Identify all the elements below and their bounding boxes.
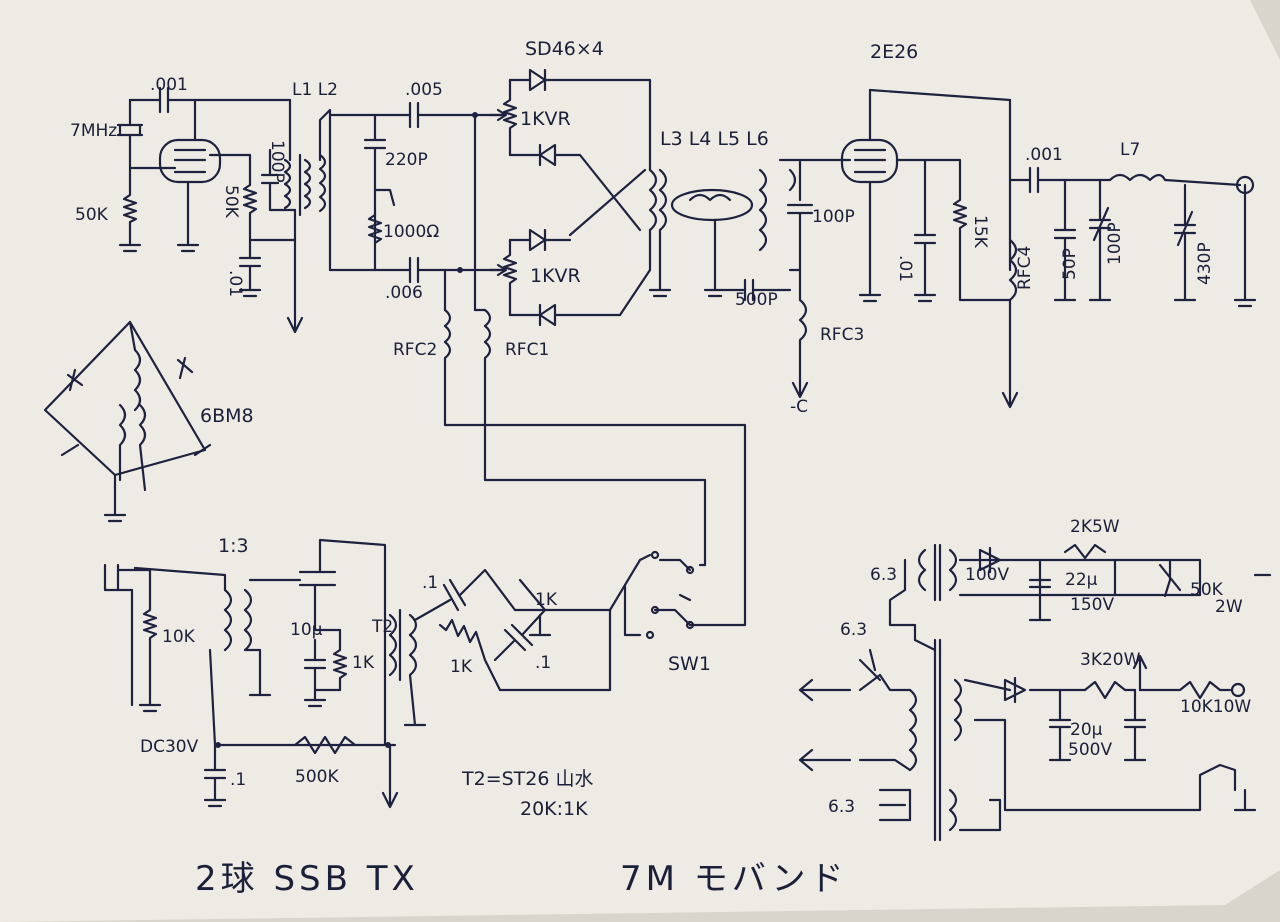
c-50p-label: 50P bbox=[1060, 248, 1080, 280]
tube-6bm8-label: 6BM8 bbox=[200, 405, 254, 427]
c-01-a-label: .01 bbox=[225, 270, 245, 297]
audio-stage: 1:3 10K 10μ 1K T2 .1 1K 1K .1 SW1 DC30V … bbox=[103, 535, 711, 820]
c-1-a-label: .1 bbox=[422, 573, 438, 593]
r-10k10w-label: 10K10W bbox=[1180, 697, 1251, 717]
dc30v-label: DC30V bbox=[140, 737, 199, 757]
r-50k-2w-a-label: 50K bbox=[1190, 580, 1224, 600]
vr-top-label: 1KVR bbox=[520, 108, 571, 130]
vr-bottom-label: 1KVR bbox=[530, 265, 581, 287]
r-3k20w-label: 3K20W bbox=[1080, 650, 1141, 670]
c-100p-b-label: 100P bbox=[1105, 222, 1125, 265]
c-1-b-label: .1 bbox=[535, 653, 551, 673]
c-220p-label: 220P bbox=[385, 150, 428, 170]
c-100p-a-label: 100P bbox=[812, 207, 855, 227]
r-50k-b-label: 50K bbox=[221, 185, 241, 219]
c-001-b-label: .001 bbox=[1025, 145, 1063, 165]
r-1000-label: 1000Ω bbox=[383, 222, 439, 242]
c-01-b-label: .01 bbox=[895, 255, 915, 282]
c-10u-label: 10μ bbox=[290, 620, 323, 640]
t2-label: T2 bbox=[371, 617, 393, 637]
v63-c-label: 6.3 bbox=[828, 797, 855, 817]
ratio-label: 1:3 bbox=[218, 535, 249, 557]
c-150v-label: 150V bbox=[1070, 595, 1114, 615]
rfc1-label: RFC1 bbox=[505, 340, 549, 360]
rfc3-label: RFC3 bbox=[820, 325, 864, 345]
v63-a-label: 6.3 bbox=[870, 565, 897, 585]
output-stage: 2E26 .001 L7 15K .01 RFC4 50P 100P 430P bbox=[840, 41, 1257, 409]
diode-ring-sketch: 6BM8 bbox=[43, 320, 254, 523]
diode-ref-label: SD46×4 bbox=[525, 38, 604, 60]
c-005-label: .005 bbox=[405, 80, 443, 100]
t2-note-label: T2=ST26 山水 bbox=[461, 768, 594, 790]
r-1k-a-label: 1K bbox=[352, 653, 375, 673]
power-supply: 6.3 2K5W 100V 22μ 150V 50K 2W 6.3 3K20W … bbox=[798, 517, 1272, 842]
rfc-chokes: RFC2 RFC1 bbox=[393, 308, 747, 627]
crystal-frequency-label: 7MHz bbox=[70, 121, 117, 141]
minus-c-label: -C bbox=[790, 397, 808, 417]
l7-label: L7 bbox=[1120, 140, 1140, 160]
coupling-network: L3 L4 L5 L6 100P 500P RFC3 -C bbox=[660, 128, 864, 417]
c-001-a-label: .001 bbox=[150, 75, 188, 95]
r-2k5w-label: 2K5W bbox=[1070, 517, 1120, 537]
r-500k-label: 500K bbox=[295, 767, 339, 787]
r-15k-label: 15K bbox=[970, 215, 990, 249]
c-22u-label: 22μ bbox=[1065, 570, 1098, 590]
title-left: 2球 SSB TX bbox=[195, 859, 419, 899]
tube-2e26-label: 2E26 bbox=[870, 41, 918, 63]
c-100p-v-label: 100P bbox=[267, 140, 287, 183]
oscillator-stage: 7MHz .001 50K 50K 100P .01 L1 L2 bbox=[70, 75, 338, 334]
r-50k-2w-b-label: 2W bbox=[1215, 597, 1243, 617]
r-50k-a-label: 50K bbox=[75, 205, 109, 225]
coils-l1l2-label: L1 L2 bbox=[292, 80, 338, 100]
coils-l3l6-label: L3 L4 L5 L6 bbox=[660, 128, 769, 150]
title-right: 7M モバンド bbox=[620, 859, 847, 899]
t2-note2-label: 20K:1K bbox=[520, 798, 588, 820]
balanced-modulator: .005 220P 1000Ω .006 SD46×4 1KVR 1KVR bbox=[328, 38, 672, 327]
c-500v-label: 500V bbox=[1068, 740, 1112, 760]
rfc4-label: RFC4 bbox=[1015, 246, 1035, 290]
c-006-label: .006 bbox=[385, 283, 423, 303]
v63-b-label: 6.3 bbox=[840, 620, 867, 640]
c-20u-label: 20μ bbox=[1070, 720, 1103, 740]
c-1-c-label: .1 bbox=[230, 770, 246, 790]
c-500p-label: 500P bbox=[735, 290, 778, 310]
r-10k-label: 10K bbox=[162, 627, 196, 647]
r-1k-c-label: 1K bbox=[450, 657, 473, 677]
rfc2-label: RFC2 bbox=[393, 340, 437, 360]
c-430p-label: 430P bbox=[1195, 242, 1215, 285]
r-1k-b-label: 1K bbox=[535, 590, 558, 610]
sw1-label: SW1 bbox=[668, 653, 711, 675]
c-100v-label: 100V bbox=[965, 565, 1009, 585]
